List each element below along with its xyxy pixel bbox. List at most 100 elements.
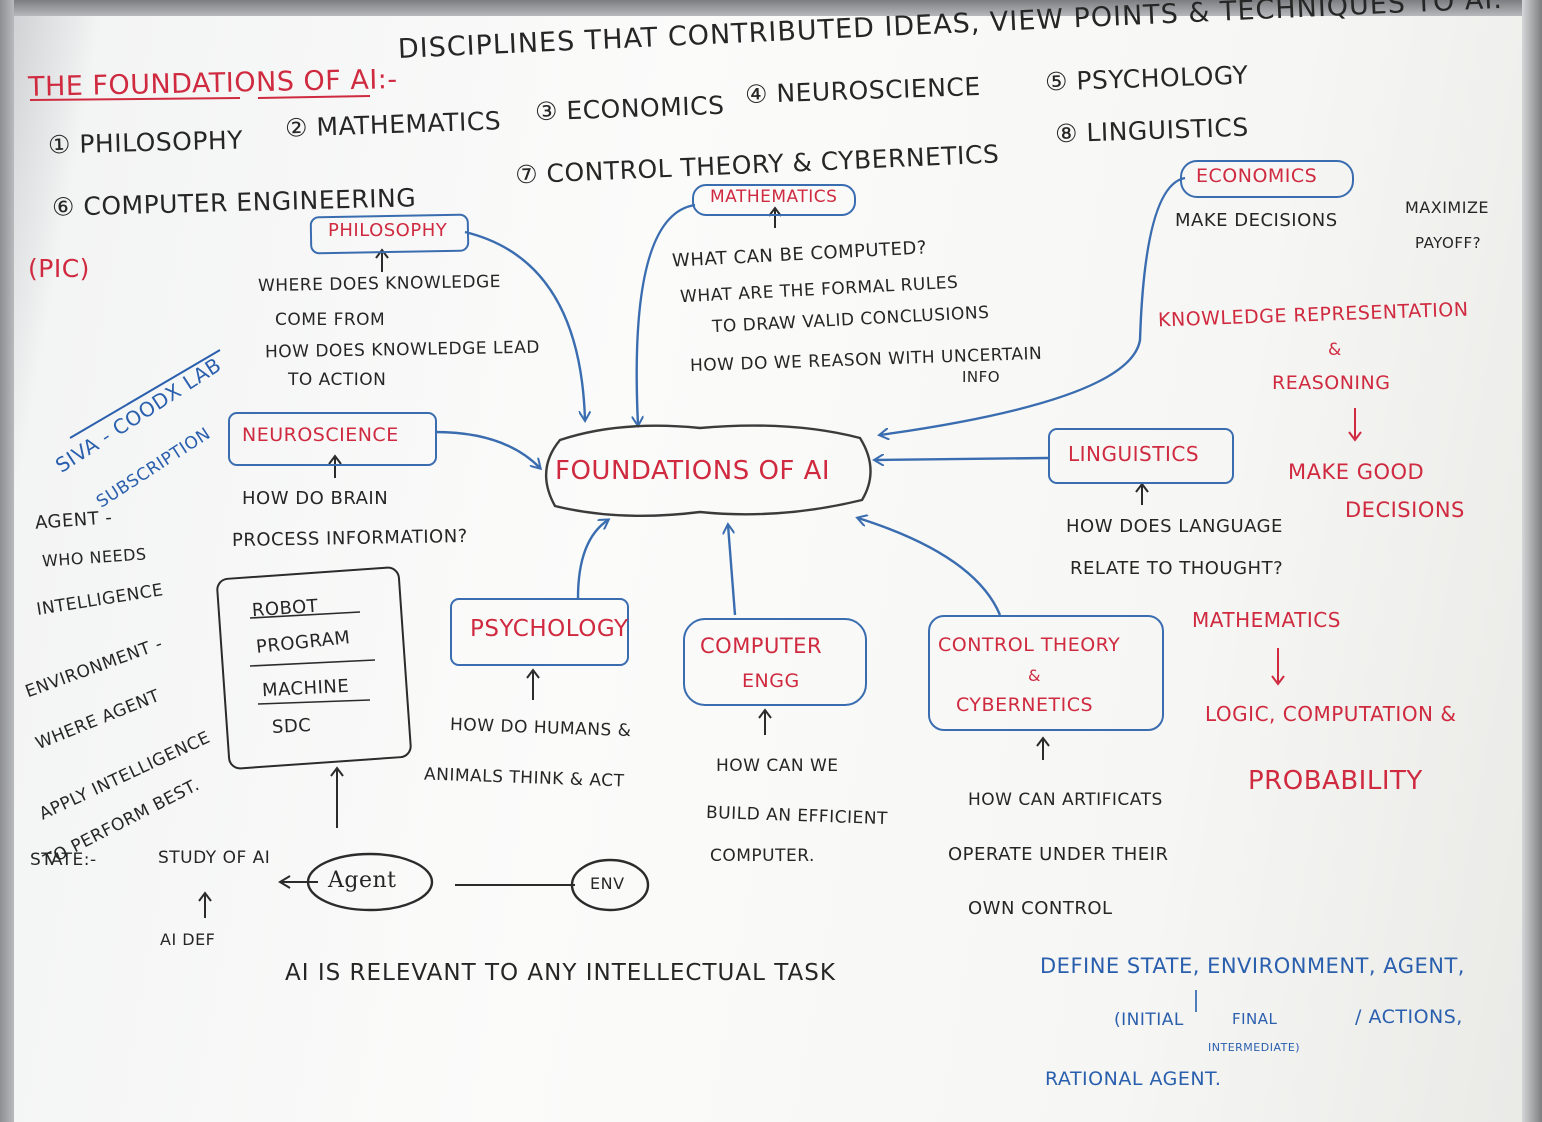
economics-q3: Payoff? xyxy=(1415,234,1482,252)
kr-line3: Reasoning xyxy=(1272,372,1391,394)
robot-underline xyxy=(249,611,361,619)
make-good-line1: Make Good xyxy=(1288,460,1425,484)
footer-text: AI Is Relevant To Any Intellectual Task xyxy=(285,960,836,986)
ai-def: AI Def xyxy=(160,930,216,949)
red-mathematics: Mathematics xyxy=(1192,608,1341,632)
study-of-ai: Study Of AI xyxy=(158,848,271,868)
agent-type-machine: Machine xyxy=(261,675,350,702)
computer-engg-up-arrow xyxy=(758,708,772,735)
list-item-neuroscience: ④ Neuroscience xyxy=(744,71,982,110)
neuroscience-q2: Process Information? xyxy=(231,525,468,552)
linguistics-label: Linguistics xyxy=(1068,442,1200,466)
state-label: State:- xyxy=(30,850,97,870)
machine-underline xyxy=(257,699,371,705)
define-actions: / Actions, xyxy=(1355,1006,1463,1028)
control-theory-q1: How Can Artificats xyxy=(968,790,1163,810)
control-theory-connector xyxy=(858,518,1002,616)
whiteboard-frame-right xyxy=(1522,0,1542,1122)
philosophy-q3: How Does Knowledge Lead xyxy=(264,337,541,363)
control-theory-node xyxy=(928,615,1164,731)
computer-engg-q3: Computer. xyxy=(710,846,815,866)
philosophy-q4: To Action xyxy=(288,370,387,390)
list-item-mathematics: ② Mathematics xyxy=(284,106,502,143)
computer-engg-label2: Engg xyxy=(742,670,800,692)
linguistics-connector xyxy=(875,458,1049,460)
agentbox-up-arrow xyxy=(330,766,344,828)
agent-type-sdc: SDC xyxy=(271,714,312,739)
kr-down-arrow xyxy=(1348,408,1362,442)
agent-study-arrow xyxy=(278,875,318,889)
mathematics-q5: Info xyxy=(962,368,1001,386)
computer-engg-connector xyxy=(728,525,737,616)
economics-connector xyxy=(880,176,1186,435)
agent-ellipse xyxy=(306,852,434,912)
env-ellipse xyxy=(570,858,650,912)
computer-engg-label1: Computer xyxy=(700,634,823,658)
make-good-line2: Decisions xyxy=(1345,498,1465,522)
title-underline-1 xyxy=(29,97,241,101)
neuroscience-up-arrow xyxy=(328,454,342,478)
env-label: Env xyxy=(590,874,625,893)
neuroscience-q1: How Do Brain xyxy=(242,488,389,509)
define-line1: Define State, Environment, Agent, xyxy=(1040,954,1465,978)
philosophy-up-arrow xyxy=(375,248,389,272)
neuroscience-node xyxy=(228,412,437,466)
economics-label: Economics xyxy=(1196,165,1318,187)
title-prefix: The Foundations Of AI:- xyxy=(27,64,398,103)
computer-engg-q1: How Can We xyxy=(716,756,839,776)
list-item-linguistics: ⑧ Linguistics xyxy=(1054,112,1250,149)
philosophy-label: Philosophy xyxy=(328,220,448,241)
kr-arrow-glyph: ↓ xyxy=(1349,418,1350,419)
philosophy-q2: Come From xyxy=(275,310,386,330)
center-cloud xyxy=(544,424,872,518)
title-underline-2 xyxy=(257,95,371,99)
philosophy-connector xyxy=(464,230,585,420)
list-item-economics: ③ Economics xyxy=(534,90,725,127)
whiteboard-frame-top xyxy=(0,0,1542,16)
control-theory-label2: & xyxy=(1028,666,1041,685)
mathematics-node xyxy=(692,184,856,216)
control-theory-q2: Operate Under Their xyxy=(948,844,1169,865)
mathematics-up-arrow xyxy=(768,206,782,228)
define-final: Final xyxy=(1232,1010,1278,1028)
mathematics-connector xyxy=(637,203,696,425)
psychology-node xyxy=(450,598,629,666)
define-line3: Rational Agent. xyxy=(1045,1068,1222,1090)
neuroscience-label: Neuroscience xyxy=(242,424,399,446)
center-label: Foundations Of AI xyxy=(555,456,831,486)
agent-label: Agent xyxy=(328,868,397,893)
economics-q2: Maximize xyxy=(1405,198,1490,217)
psychology-up-arrow xyxy=(526,668,540,700)
math-down-arrow xyxy=(1271,648,1285,686)
probability: Probability xyxy=(1248,766,1423,796)
neuroscience-connector xyxy=(434,430,540,468)
economics-node xyxy=(1180,160,1354,198)
sidenote-underline xyxy=(69,349,221,439)
psychology-label: Psychology xyxy=(470,616,629,642)
computer-engg-node xyxy=(683,618,867,706)
pic-note: (Pic) xyxy=(28,254,90,283)
control-theory-up-arrow xyxy=(1036,736,1050,760)
list-item-psychology: ⑤ Psychology xyxy=(1044,60,1249,97)
philosophy-q1: Where Does Knowledge xyxy=(257,271,502,297)
aidef-up-arrow xyxy=(198,891,212,918)
linguistics-up-arrow xyxy=(1135,482,1149,505)
list-item-philosophy: ① Philosophy xyxy=(47,125,244,160)
define-intermediate: Intermediate) xyxy=(1208,1041,1301,1054)
program-underline xyxy=(249,659,376,667)
kr-line2: & xyxy=(1328,340,1342,360)
linguistics-node xyxy=(1048,428,1234,484)
economics-q1: Make Decisions xyxy=(1175,210,1338,231)
whiteboard-frame-left xyxy=(0,0,14,1122)
mathematics-label: Mathematics xyxy=(710,187,838,207)
control-theory-label3: Cybernetics xyxy=(956,694,1094,716)
math-arrow-glyph: ↓ xyxy=(1272,660,1273,661)
agent-type-robot: Robot xyxy=(251,595,319,622)
define-initial: (Initial xyxy=(1114,1010,1184,1030)
control-theory-label1: Control Theory xyxy=(938,634,1121,656)
linguistics-q2: Relate To Thought? xyxy=(1070,558,1284,579)
psychology-connector xyxy=(576,520,608,599)
logic-computation: Logic, Computation & xyxy=(1205,702,1457,726)
